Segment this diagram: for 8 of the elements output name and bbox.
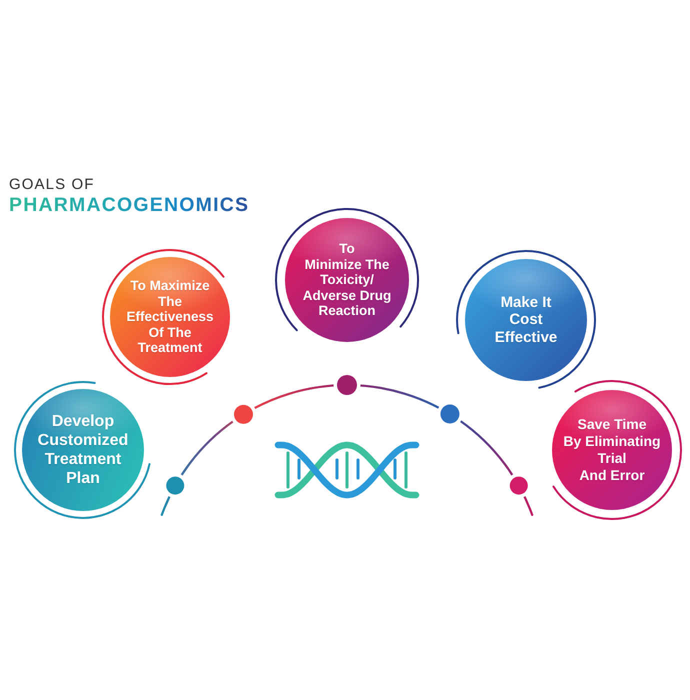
goal-text: Save Time By Eliminating Trial And Error — [563, 416, 661, 484]
goal-circle — [285, 218, 409, 342]
goal-text: To Minimize The Toxicity/ Adverse Drug Reaction — [302, 241, 392, 319]
goal-circle — [552, 390, 672, 510]
goal-text: Develop Customized Treatment Plan — [38, 412, 128, 488]
goal-text: Make It Cost Effective — [494, 294, 558, 346]
goal-text: To Maximize The Effectiveness Of The Treatment — [126, 278, 214, 356]
goal-circle — [110, 257, 230, 377]
